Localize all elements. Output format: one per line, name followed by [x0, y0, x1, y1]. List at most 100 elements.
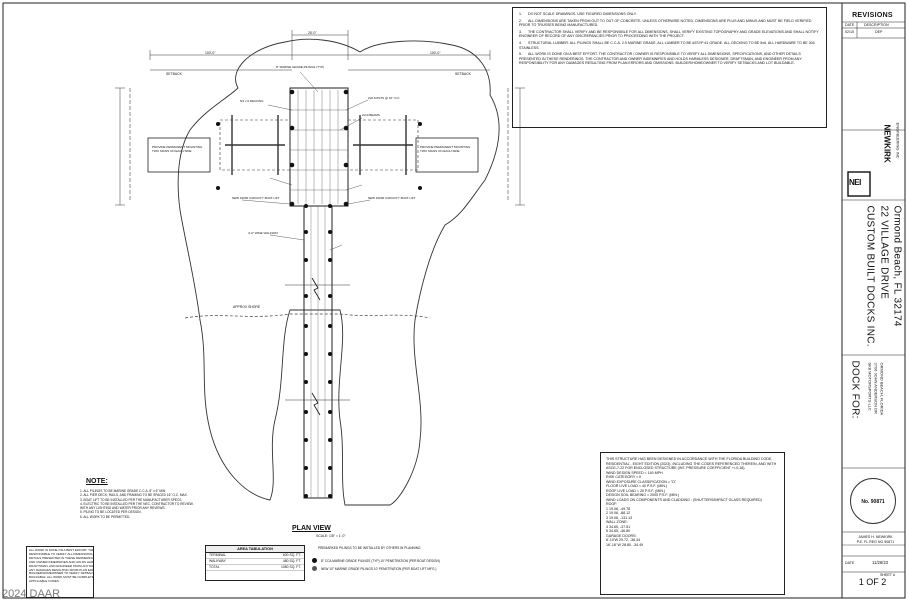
area-tabulation-row: TOTAL 1080 SQ. FT.	[206, 565, 304, 571]
general-note-item: 1. DO NOT SCALE DRAWINGS. USE FIGURED DIM…	[519, 12, 820, 17]
note-item: 4. ELECTRIC TO BE INSTALLED PER THE NEC,…	[80, 501, 194, 506]
general-note-number: 1.	[519, 12, 522, 16]
engineer-name: JAMES H. NEWKIRK	[858, 535, 893, 539]
disclaimer-line: APPLICABLE CODES.	[29, 579, 60, 584]
date-label: DATE	[845, 561, 855, 565]
disclaimer-line: RESPONSIBLE TO VERIFY ALL DIMENSIONS, SP…	[29, 551, 94, 556]
sign-callout-right: PROVIDE PERMANENT MOUNTING TWO SIGNS ON …	[420, 145, 471, 153]
revisions-description-header: DESCRIPTION	[864, 23, 889, 27]
engineer-seal	[850, 478, 896, 524]
legend-text: 8" CCA MARINE GRADE PILINGS (TYP) 10' PE…	[321, 558, 440, 563]
design-criteria-line: 1 19.06, -49.78	[606, 506, 631, 511]
disclaimer-line: BUILDABLE. ALL WORK MUST BE COMPLETED PE…	[29, 575, 94, 580]
note-item: 2. ALL PIER DECK, RAILS, AND FRAMING TO …	[80, 493, 188, 498]
setback-right-label: SETBACK	[455, 72, 471, 76]
boat-lift-callout-right: NEW 16000 CAPACITY BOAT LIFT	[368, 196, 416, 200]
note-item: 3. BOAT LIFT TO BE INSTALLED PER THE MAN…	[80, 497, 183, 502]
design-criteria-line: WIND DESIGN SPEED = 140 MPH	[606, 470, 663, 475]
legend-text: NEW 10" MARINE GRADE PILINGS 10' PENETRA…	[321, 566, 437, 571]
piling-symbol-icon	[312, 566, 317, 571]
setback-left-label: SETBACK	[166, 72, 182, 76]
general-note-item: 2.ALL DIMENSIONS ARE TAKEN FROM OUT TO O…	[519, 19, 820, 28]
revisions-date-header: DATE	[845, 23, 855, 27]
general-note-number: 4.	[519, 40, 522, 45]
owner-name: SK8 MOTORSPORTS LLC	[867, 362, 873, 411]
design-criteria-line: 2 19.06, -88.12	[606, 511, 631, 515]
area-tabulation-title: AREA TABULATION	[206, 546, 304, 553]
piling-legend: 8" CCA MARINE GRADE PILINGS (TYP) 10' PE…	[312, 558, 462, 574]
approx-shore-label: APPROX SHORE	[233, 305, 261, 309]
general-note-text: STRUCTURAL LUMBER: ALL PILINGS SHALL BE …	[519, 40, 815, 50]
design-criteria-line: 5 34.65, -46.80	[606, 529, 631, 533]
disclaimer-box: ALL WORK IS DONE ON A BEST EFFORT. THE C…	[26, 546, 94, 598]
note-item: 6. ALL WORK TO BE PERMITTED.	[80, 514, 131, 519]
note-item: WITH ANY LIGHTING AND WATER PRIOR ANY RE…	[80, 506, 166, 511]
design-criteria-line: DESIGN SOIL BEARING = 2000 P.S.F. (MIN.)	[606, 493, 680, 497]
disclaimer-line: BUILDER/HOMEOWNER TO VERIFY SETBACKS AND…	[29, 571, 93, 576]
disclaimer-line: DETAILS PRESENTED IN THESE RENDERINGS. T…	[29, 555, 94, 560]
dimension-overall-width: 100'-0"	[205, 51, 216, 55]
note-item: 1. ALL PILINGS TO BE MARINE GRADE C.C.A.…	[80, 489, 167, 493]
general-notes-box: 1. DO NOT SCALE DRAWINGS. USE FIGURED DIM…	[512, 7, 827, 128]
plan-view-scale: SCALE: 1/8" = 1'-0"	[316, 534, 346, 538]
piling-symbol-icon	[312, 558, 317, 563]
design-criteria-line: ROOF:	[606, 502, 618, 506]
design-criteria-line: 16'-18' W 28.80, -34.49	[606, 542, 644, 547]
beam-callout: 2x10 BEAMS	[362, 113, 380, 117]
project-address: 22 VILLAGE DRIVE	[878, 205, 890, 300]
dimension-right-width: 100'-0"	[430, 51, 441, 55]
design-criteria-line: WIND LOADS ON COMPONENTS AND CLADDING : …	[606, 497, 762, 502]
design-criteria-line: 4 34.65, -37.51	[606, 524, 631, 529]
legend-title: PREMARKED PILINGS TO BE INSTALLED BY OTH…	[318, 546, 421, 550]
owner-address: 3706 JOHN ANDERSON DR	[873, 362, 879, 414]
general-note-item: 5.ALL WORK IS DONE ON A BEST EFFORT. THE…	[519, 52, 820, 66]
legend-item: NEW 10" MARINE GRADE PILINGS 10' PENETRA…	[312, 566, 462, 571]
general-notes-list: 1. DO NOT SCALE DRAWINGS. USE FIGURED DIM…	[519, 12, 820, 66]
joist-callout: 2x8 JOISTS @ 16" O.C.	[368, 96, 401, 100]
boat-lift-callout-left: NEW 16000 CAPACITY BOAT LIFT	[232, 196, 280, 200]
area-tabulation-row: WALKWAY 480 SQ. FT.	[206, 559, 304, 565]
design-criteria-line: WIND EXPOSURE CLASSIFICATION = "D"	[606, 479, 677, 484]
area-label: TOTAL	[209, 565, 220, 569]
license-number: No. 90871	[861, 499, 885, 505]
sign-callout-left: PROVIDE PERMANENT MOUNTING TWO SIGNS ON …	[152, 145, 203, 153]
notes-heading: NOTE:	[86, 478, 108, 485]
area-label: WALKWAY	[209, 559, 226, 563]
area-value: 1080 SQ. FT.	[281, 565, 301, 569]
general-note-text: ALL DIMENSIONS ARE TAKEN FROM OUT TO OUT…	[519, 18, 812, 28]
disclaimer-line: ANY DAMAGES RESULTING FROM PLAN ERRORS A…	[29, 567, 94, 572]
owner-city: ORMOND BEACH, FLORIDA	[879, 362, 885, 416]
design-criteria-list: THIS STRUCTURE HAS BEEN DESIGNED IN ACCO…	[606, 457, 779, 547]
general-note-text: THE CONTRACTOR SHALL VERIFY AND BE RESPO…	[519, 29, 819, 39]
revisions-title: REVISIONS	[852, 12, 893, 19]
dimension-platform-width: 25'-0"	[308, 31, 317, 35]
watermark: 2024 DAAR	[2, 588, 61, 600]
design-criteria-line: 3 19.06, -131.13	[606, 515, 633, 520]
notes-list: 1. ALL PILINGS TO BE MARINE GRADE C.C.A.…	[80, 489, 196, 519]
decking-callout: 5/4 x 6 DECKING	[240, 99, 264, 103]
revisions-row-description: DEP	[875, 30, 883, 34]
disclaimer-line: AND OWNER INDEMNIFIES AND HOLDS HARMLESS…	[29, 559, 94, 564]
general-note-number: 2.	[519, 18, 522, 23]
sheet-label: SHEET #	[880, 573, 895, 577]
area-value: 480 SQ. FT.	[282, 559, 301, 563]
note-item: 5. PILING TO BE LOCATED PER DESIGN.	[80, 510, 142, 515]
disclaimer-line: ALL WORK IS DONE ON A BEST EFFORT. THE C…	[29, 548, 94, 552]
general-note-text: DO NOT SCALE DRAWINGS. USE FIGURED DIMEN…	[528, 12, 637, 16]
disclaimer-line: DRAFTSMAN, AND ENGINEER FROM ANY RESPONS…	[29, 563, 94, 568]
project-city: Ormond Beach, FL 32174	[891, 205, 903, 327]
sheet-number: 1 OF 2	[858, 577, 887, 587]
general-note-item: 3.THE CONTRACTOR SHALL VERIFY AND BE RES…	[519, 30, 820, 39]
design-criteria-line: RESIDENTIAL - EIGHT EDITION (2023), INCL…	[606, 461, 777, 466]
general-note-number: 3.	[519, 29, 522, 34]
dock-for-label: DOCK FOR:	[849, 360, 861, 419]
design-criteria-line: THIS STRUCTURE HAS BEEN DESIGNED IN ACCO…	[606, 457, 773, 461]
project-client: CUSTOM BUILT DOCKS INC.	[864, 205, 876, 347]
design-criteria-line: ROOF LIVE LOAD = 20 P.S.F. (MIN.)	[606, 488, 666, 493]
disclaimer-text: ALL WORK IS DONE ON A BEST EFFORT. THE C…	[29, 548, 94, 584]
design-criteria-box: THIS STRUCTURE HAS BEEN DESIGNED IN ACCO…	[600, 452, 785, 595]
